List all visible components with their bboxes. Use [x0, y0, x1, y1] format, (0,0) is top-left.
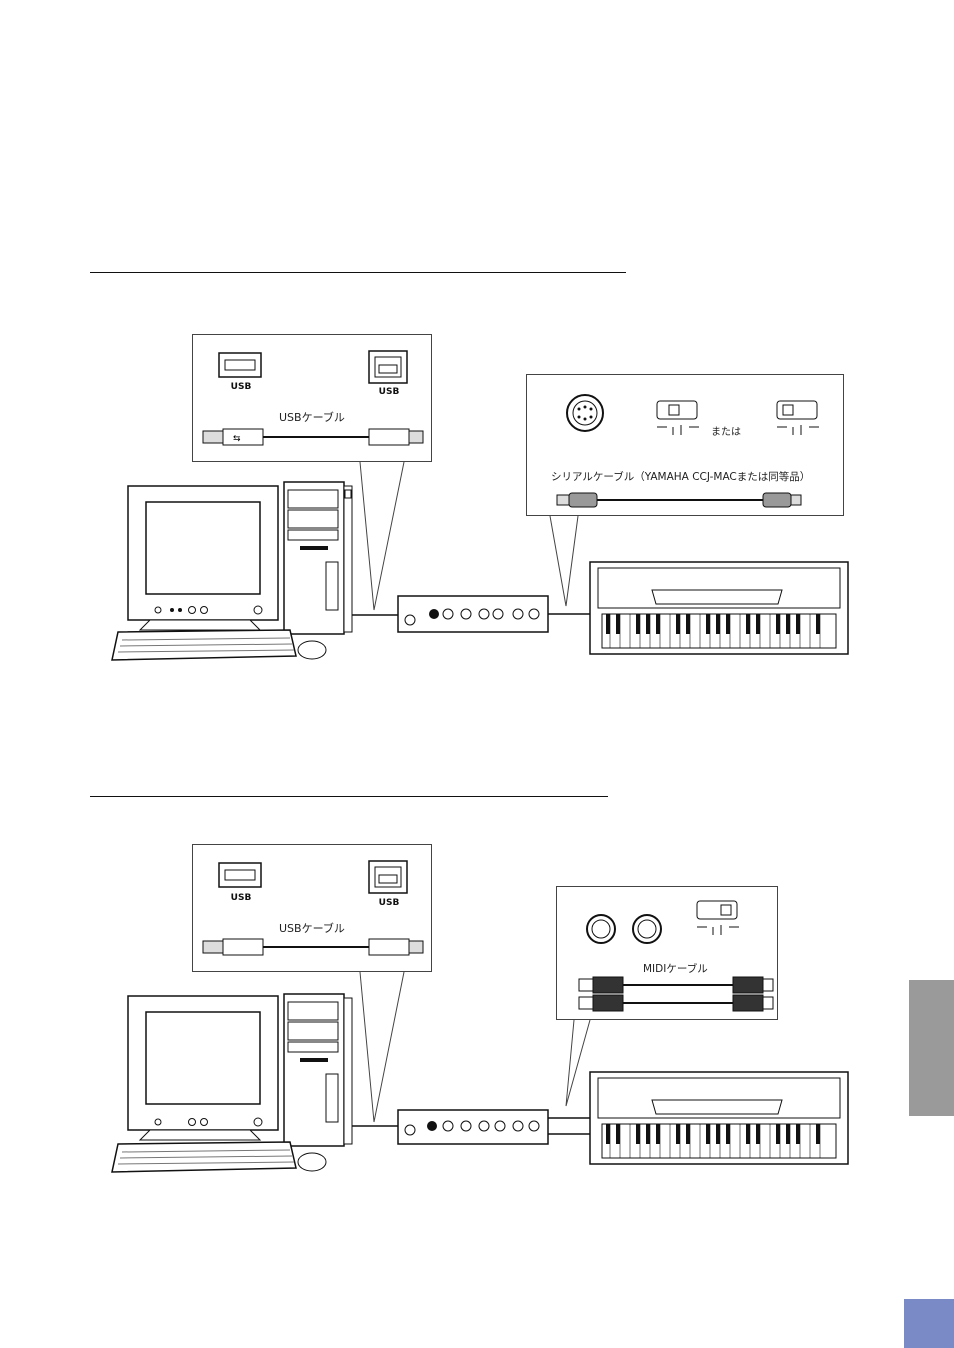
computer-setup-bottom: [0, 0, 954, 1348]
